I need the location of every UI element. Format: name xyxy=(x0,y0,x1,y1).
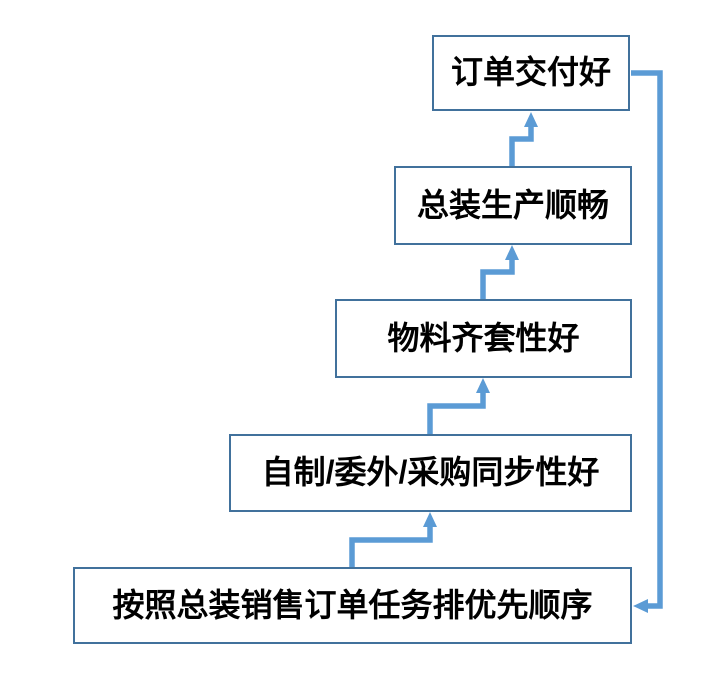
node-priority-sequencing: 按照总装销售订单任务排优先顺序 xyxy=(73,567,632,644)
connector-sync-to-material-arrowhead xyxy=(476,378,490,393)
connector-assembly-to-order xyxy=(509,112,538,166)
feedback-connector-line xyxy=(631,70,663,609)
connector-priority-to-sync xyxy=(349,512,437,567)
node-assembly-production-label: 总装生产顺畅 xyxy=(416,186,609,223)
connector-material-to-assembly-arrowhead xyxy=(505,245,519,260)
node-assembly-production: 总装生产顺畅 xyxy=(394,166,632,245)
connector-priority-to-sync-arrowhead xyxy=(423,512,437,527)
feedback-connector-order-to-priority xyxy=(631,70,663,613)
node-make-outsource-purchase-sync-label: 自制/委外/采购同步性好 xyxy=(261,454,600,491)
connector-assembly-to-order-line xyxy=(509,126,534,166)
node-material-completeness: 物料齐套性好 xyxy=(335,299,632,378)
node-order-delivery-label: 订单交付好 xyxy=(450,54,611,91)
connector-sync-to-material xyxy=(427,378,490,434)
node-material-completeness-label: 物料齐套性好 xyxy=(387,319,580,356)
connector-priority-to-sync-line xyxy=(349,526,433,567)
connector-material-to-assembly xyxy=(480,245,519,299)
connector-assembly-to-order-arrowhead xyxy=(524,112,538,127)
node-order-delivery: 订单交付好 xyxy=(432,35,630,111)
node-priority-sequencing-label: 按照总装销售订单任务排优先顺序 xyxy=(112,586,593,623)
node-make-outsource-purchase-sync: 自制/委外/采购同步性好 xyxy=(229,434,632,512)
feedback-connector-arrowhead xyxy=(633,599,648,613)
connector-material-to-assembly-line xyxy=(480,259,515,299)
connector-sync-to-material-line xyxy=(427,392,486,434)
